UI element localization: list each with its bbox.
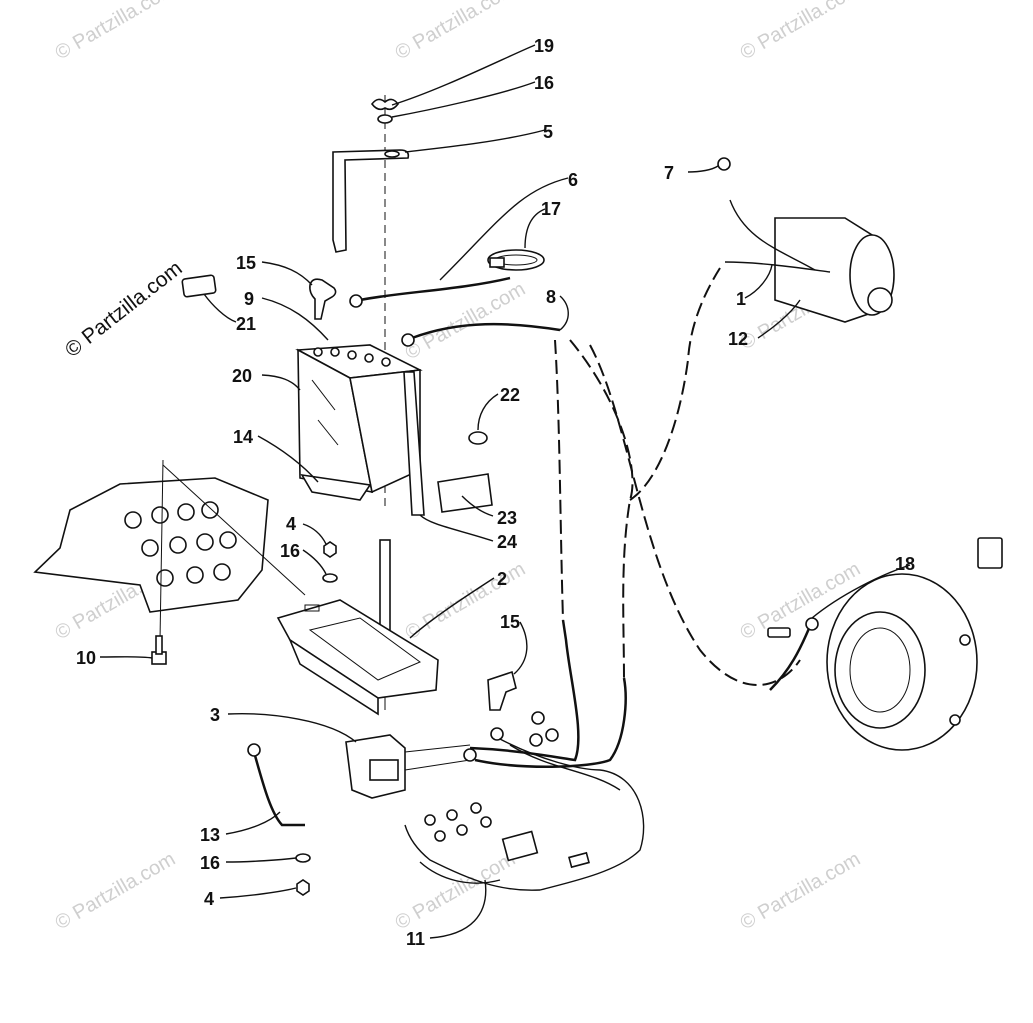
battery-strap [403,371,425,516]
watermark: © Partzilla.com [737,848,865,934]
leader-line [159,459,164,641]
callout-label: 16 [280,541,300,561]
callout-label: 4 [286,514,296,534]
cable-eyelet [401,333,415,347]
callout-label: 12 [728,329,748,349]
callout-label: 8 [546,287,556,307]
watermark: © Partzilla.com [392,0,520,64]
battery-cable-8 [411,322,561,340]
frame-section [33,477,269,613]
watermark: © Partzilla.com [52,0,180,64]
washer-icon [295,853,311,863]
bracket-hole [384,150,400,158]
watermark: © Partzilla.com [737,0,865,64]
cable-routing-path [554,339,564,621]
cable-to-solenoid [469,619,580,762]
cable-eyelet [247,743,261,757]
hardware-nuts [424,711,559,842]
callout-label: 7 [664,163,674,183]
leader-line [162,464,306,596]
watermark: © Partzilla.com [52,848,180,934]
callout-label: 20 [232,366,252,386]
callout-label: 1 [736,289,746,309]
wiring-harness [404,737,645,891]
callout-leaders [99,44,911,939]
callout-label: 3 [210,705,220,725]
callout-label: 24 [497,532,517,552]
callout-label: 4 [204,889,214,909]
callout-label: 11 [406,929,425,949]
terminal-boot-icon [487,670,517,711]
washer-icon [322,573,338,583]
decal-21 [181,274,217,298]
cable-eyelet [490,727,504,741]
watermark-main: © Partzilla.com [61,257,187,362]
wing-nut-icon [370,98,400,111]
pad-23 [437,473,493,513]
cable-eyelet [805,617,819,631]
callout-label: 23 [497,508,517,528]
callout-label: 9 [244,289,254,309]
cable-eyelet [349,294,363,308]
cable-eyelet [463,748,477,762]
callout-label: 2 [497,569,507,589]
cable-routing-path [589,344,801,686]
callout-label: 6 [568,170,578,190]
nut-icon [323,541,337,558]
cable-routing-path [569,339,634,681]
strap-clamp-icon [487,249,545,271]
flywheel-housing [826,573,978,751]
callout-label: 16 [534,73,554,93]
nut-icon [296,879,310,896]
starter-motor [724,199,895,323]
battery-pad [300,473,372,501]
callout-label: 5 [543,122,553,142]
hold-down-bracket [332,149,410,253]
callout-label: 22 [500,385,520,405]
cable-to-solenoid [474,677,627,768]
battery-cable-6 [359,276,511,302]
callout-label: 15 [236,253,256,273]
watermark: © Partzilla.com [392,848,520,934]
cable-routing-path [629,267,721,501]
bolt-icon [151,635,167,665]
callout-label: 14 [233,427,253,447]
battery-tray [276,599,439,716]
callout-labels: 19 16 5 6 17 7 15 9 8 21 1 12 20 22 14 2… [76,36,915,949]
callout-label: 15 [500,612,520,632]
callout-label: 21 [236,314,256,334]
battery [295,344,423,494]
callout-label: 10 [76,648,96,668]
clip-icon [468,431,488,445]
watermark-layer: © Partzilla.com © Partzilla.com © Partzi… [52,0,865,934]
bolt-icon [767,627,791,638]
callout-label: 18 [895,554,915,574]
callout-label: 17 [541,199,561,219]
nut-icon [717,157,731,171]
washer-icon [377,114,393,124]
decal-18 [977,537,1003,569]
ground-wire-flywheel [769,625,812,691]
solenoid-assembly [345,734,471,799]
callout-label: 16 [200,853,220,873]
callout-label: 19 [534,36,554,56]
callout-label: 13 [200,825,220,845]
terminal-boot-icon [309,278,337,320]
ground-cable-13 [252,751,305,827]
